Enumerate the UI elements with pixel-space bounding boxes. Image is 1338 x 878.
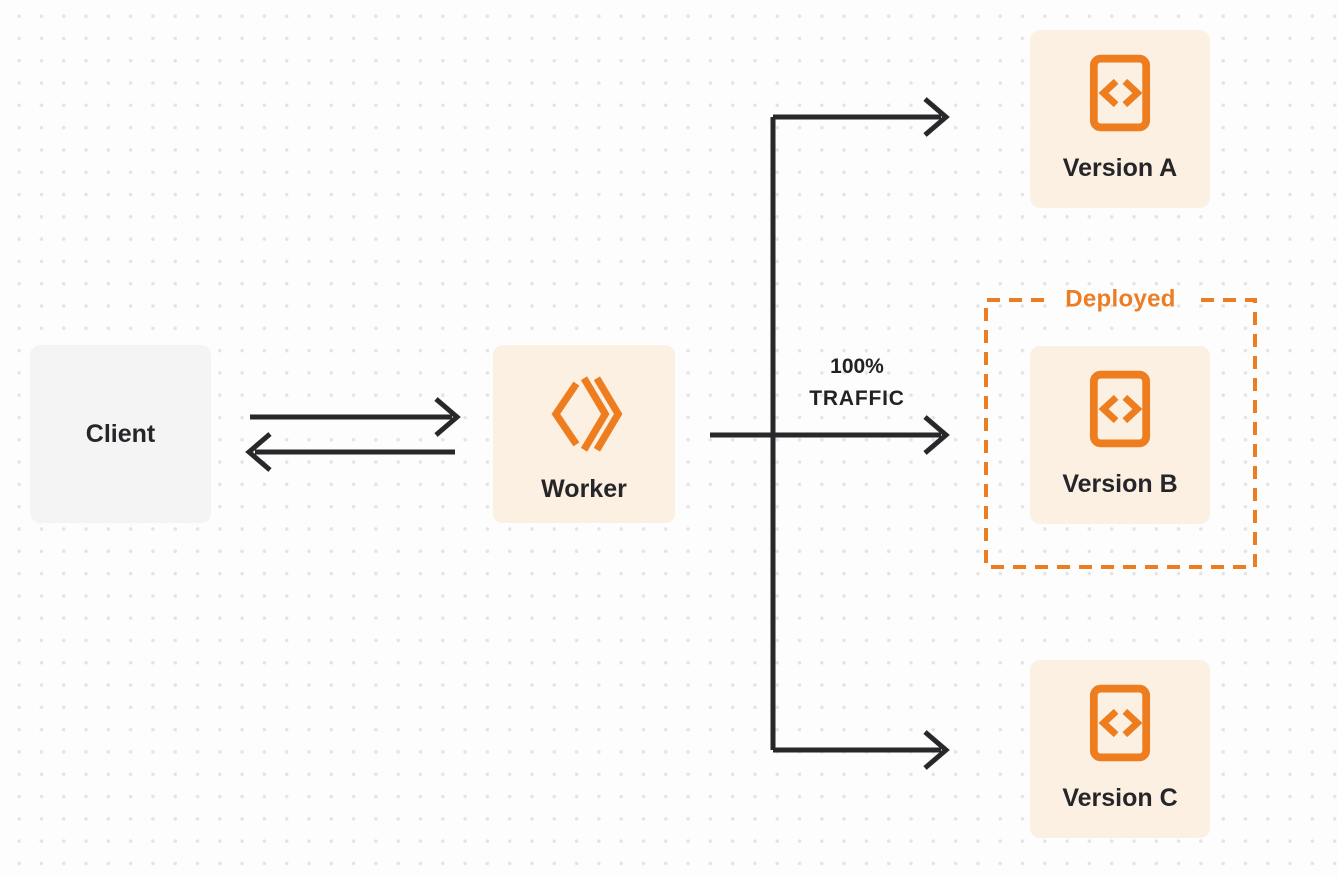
- traffic-label-line1: 100%: [830, 355, 884, 378]
- version-b-node: Version B: [1030, 346, 1210, 524]
- edge-to-version-a: [773, 97, 950, 137]
- edge-worker-to-client: [245, 432, 455, 472]
- version-b-label: Version B: [1062, 470, 1178, 498]
- code-file-icon: [1089, 54, 1151, 132]
- worker-label: Worker: [541, 475, 627, 503]
- edge-to-version-b: [923, 415, 950, 455]
- edge-client-to-worker: [250, 397, 461, 437]
- code-file-icon: [1089, 684, 1151, 762]
- version-c-node: Version C: [1030, 660, 1210, 838]
- worker-node: Worker: [493, 345, 675, 523]
- version-a-node: Version A: [1030, 30, 1210, 208]
- client-node: Client: [30, 345, 211, 523]
- edge-worker-trunk: [710, 117, 941, 750]
- traffic-percentage-label: 100% TRAFFIC: [782, 351, 932, 415]
- version-c-label: Version C: [1062, 784, 1178, 812]
- workers-logo-icon: [544, 376, 624, 452]
- deployed-group-border: [984, 298, 1257, 569]
- traffic-label-line2: TRAFFIC: [809, 387, 905, 410]
- version-a-label: Version A: [1062, 154, 1178, 182]
- code-file-icon: [1089, 370, 1151, 448]
- deployed-group-label: Deployed: [1065, 285, 1176, 313]
- edge-to-version-c: [773, 730, 950, 770]
- client-label: Client: [85, 419, 156, 448]
